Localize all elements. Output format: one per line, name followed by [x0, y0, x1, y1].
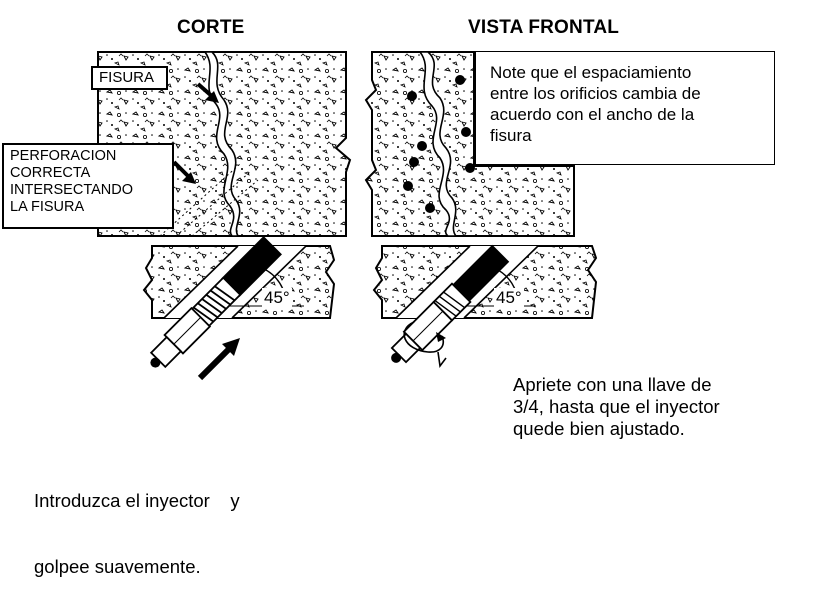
caption-right-line-2: 3/4, hasta que el inyector [513, 396, 720, 417]
caption-left-line-2: golpee suavemente. [34, 556, 201, 577]
perforacion-line-4: LA FISURA [10, 199, 85, 215]
rotate-arrow [403, 321, 444, 353]
title-corte: CORTE [177, 17, 245, 38]
angle-label-left: 45° [262, 288, 292, 308]
title-vista-frontal: VISTA FRONTAL [468, 17, 620, 38]
caption-left-line-1: Introduzca el inyector y [34, 490, 240, 511]
perforacion-arrow [172, 160, 192, 180]
perforacion-line-2: CORRECTA [10, 165, 91, 181]
caption-right-line-3: quede bien ajustado. [513, 418, 685, 439]
diagram-stage: CORTE VISTA FRONTAL FISURA PERFORACION C… [2, 17, 775, 577]
perforacion-line-1: PERFORACION [10, 148, 117, 164]
note-line-4: fisura [490, 126, 532, 145]
angle-label-right: 45° [494, 288, 524, 308]
caption-right: Apriete con una llave de 3/4, hasta que … [513, 374, 720, 440]
caption-left: Introduzca el inyector y golpee suavemen… [34, 446, 240, 600]
note-line-1: Note que el espaciamiento [490, 63, 692, 82]
frontal-slab [364, 51, 575, 237]
orificios [403, 75, 475, 213]
push-arrow [197, 343, 235, 381]
perforacion-line-3: INTERSECTANDO [10, 182, 133, 198]
label-perforacion: PERFORACION CORRECTA INTERSECTANDO LA FI… [2, 143, 174, 229]
frontal-injector-slab [372, 244, 598, 369]
label-fisura: FISURA [91, 66, 169, 90]
note-line-2: entre los orificios cambia de [490, 84, 701, 103]
caption-right-line-1: Apriete con una llave de [513, 374, 712, 395]
corte-injector-slab [142, 236, 336, 381]
note-line-3: acuerdo con el ancho de la [490, 105, 695, 124]
note-box: Note que el espaciamiento entre los orif… [475, 51, 775, 165]
